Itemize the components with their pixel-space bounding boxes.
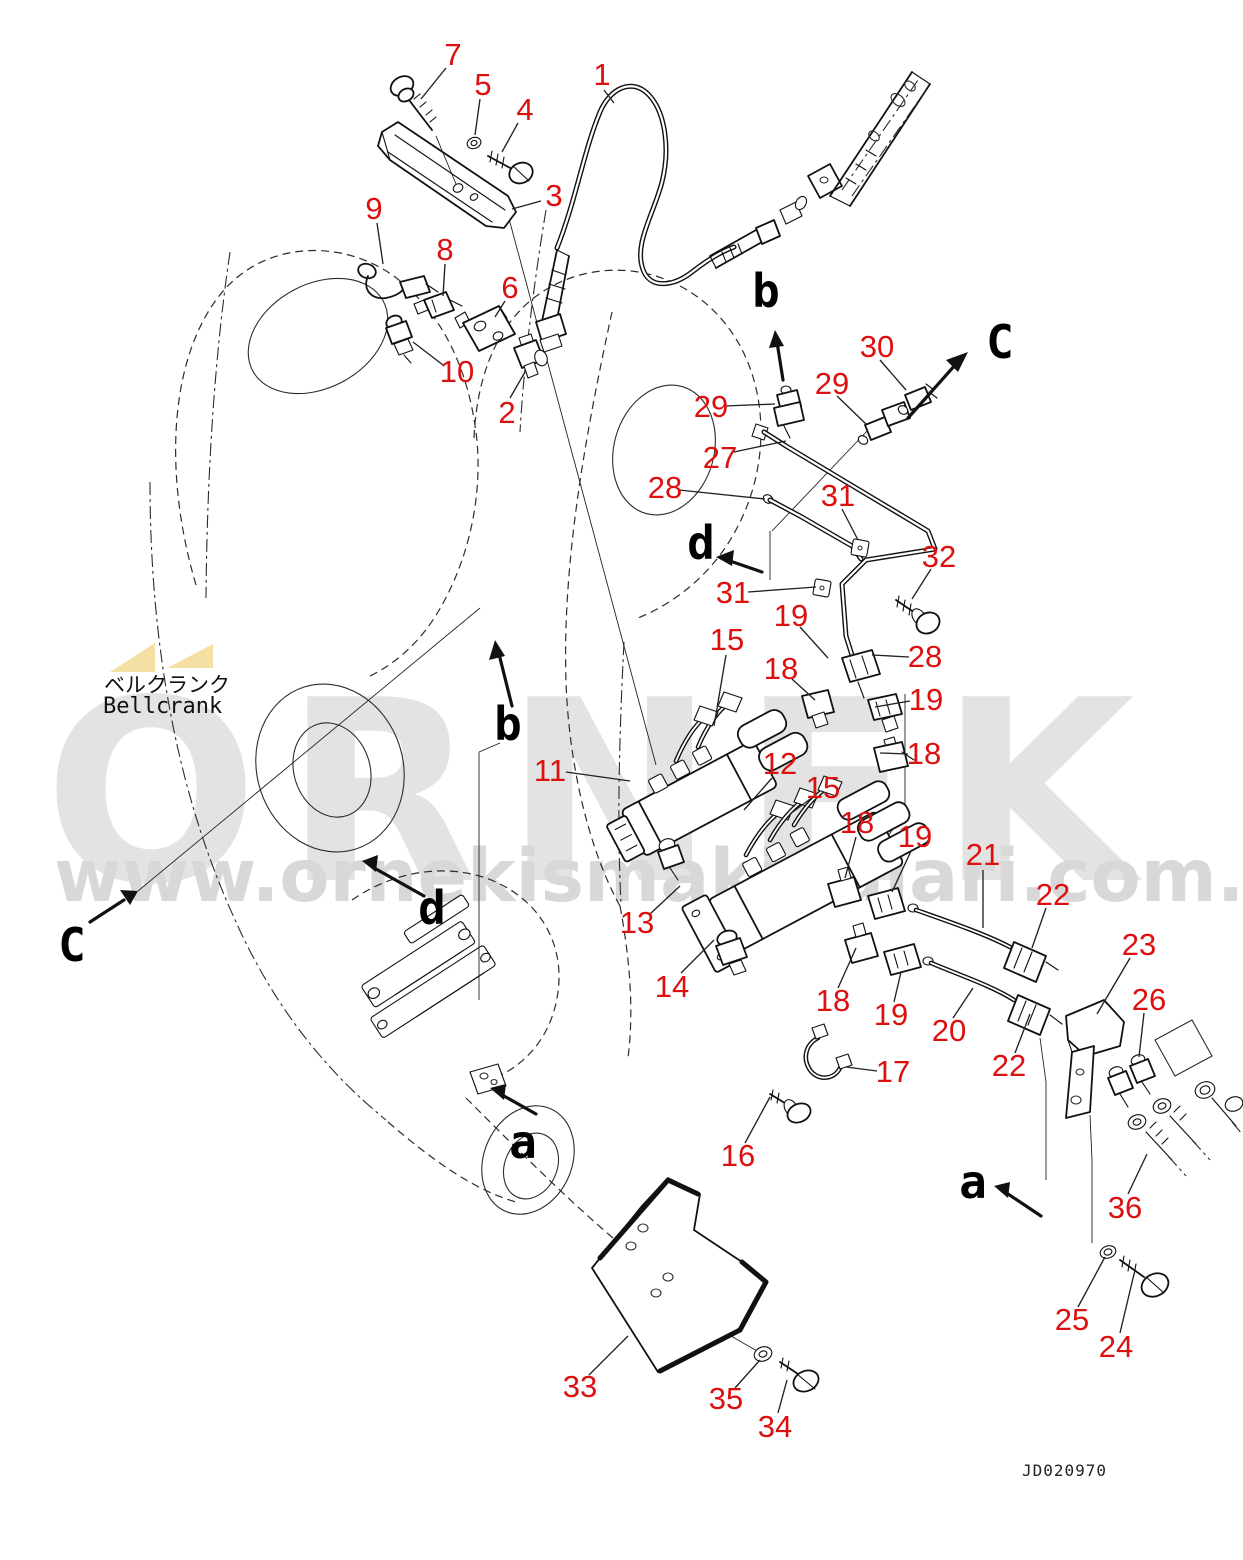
callout-11: 11 xyxy=(533,753,567,788)
hose-21-circuit xyxy=(827,866,1059,983)
bracket-23 xyxy=(1065,999,1125,1119)
callout-18: 18 xyxy=(815,983,851,1018)
watermark-ornek: ORNEK xyxy=(44,647,1161,940)
bolt-32 xyxy=(895,595,941,635)
callout-31: 31 xyxy=(715,575,751,610)
callout-30: 30 xyxy=(859,329,895,364)
callout-35: 35 xyxy=(708,1381,744,1416)
fitting-30 xyxy=(897,383,938,415)
washer-35 xyxy=(753,1346,773,1362)
bolt-7 xyxy=(389,75,457,185)
callout-2: 2 xyxy=(498,395,516,430)
callout-15: 15 xyxy=(805,770,841,805)
callout-19: 19 xyxy=(897,819,933,854)
callout-5: 5 xyxy=(474,67,492,102)
callout-34: 34 xyxy=(757,1409,793,1444)
callout-27: 27 xyxy=(702,440,738,475)
bolt-34 xyxy=(779,1357,820,1393)
fitting-19-top xyxy=(841,649,881,699)
callout-31: 31 xyxy=(820,478,856,513)
callout-14: 14 xyxy=(654,969,690,1004)
plate-33 xyxy=(591,1177,769,1374)
callout-25: 25 xyxy=(1054,1302,1090,1337)
callout-23: 23 xyxy=(1121,927,1157,962)
callout-8: 8 xyxy=(436,232,454,267)
callout-12: 12 xyxy=(762,746,798,781)
callout-28: 28 xyxy=(907,639,943,674)
callout-32: 32 xyxy=(921,539,957,574)
callout-29: 29 xyxy=(693,389,729,424)
view-letter-a: a xyxy=(509,1115,537,1169)
callout-6: 6 xyxy=(501,270,519,305)
callout-19: 19 xyxy=(873,997,909,1032)
hose-1 xyxy=(554,83,737,287)
fittings-26 xyxy=(1107,1019,1213,1108)
bracket-3 xyxy=(377,121,517,229)
callout-28: 28 xyxy=(647,470,683,505)
bellcrank-outline xyxy=(149,209,762,1305)
fitting-29-left xyxy=(773,385,805,439)
callout-16: 16 xyxy=(720,1138,756,1173)
block-6 xyxy=(454,305,516,352)
callout-4: 4 xyxy=(516,92,534,127)
valve-assembly-11 xyxy=(606,691,809,881)
callout-21: 21 xyxy=(965,837,1001,872)
fitting-19-mid xyxy=(867,693,903,733)
elbow-18-mid xyxy=(873,736,915,773)
fitting-hose1-upper xyxy=(535,249,570,353)
callout-10: 10 xyxy=(439,354,475,389)
caption-triangles xyxy=(110,643,213,672)
view-letter-a: a xyxy=(959,1155,987,1209)
fittings-36-studs xyxy=(1127,1081,1243,1177)
callout-17: 17 xyxy=(875,1054,911,1089)
callout-36: 36 xyxy=(1107,1190,1143,1225)
callout-33: 33 xyxy=(562,1369,598,1404)
view-letter-d: d xyxy=(687,516,715,570)
view-letter-C: C xyxy=(986,315,1014,369)
hose-fitting-9 xyxy=(357,262,439,300)
callout-18: 18 xyxy=(839,805,875,840)
callout-19: 19 xyxy=(773,598,809,633)
view-letter-C: C xyxy=(58,918,86,972)
bellcrank-label-jp: ベルクランク xyxy=(104,673,230,697)
washer-5 xyxy=(466,136,482,150)
callout-1: 1 xyxy=(593,57,611,92)
view-letter-b: b xyxy=(494,697,522,751)
callout-20: 20 xyxy=(931,1013,967,1048)
washer-25 xyxy=(1099,1245,1117,1259)
bellcrank-label-en: Bellcrank xyxy=(103,694,223,719)
tube-assembly-27-28 xyxy=(751,423,938,671)
elbow-2 xyxy=(513,333,548,379)
callout-13: 13 xyxy=(619,905,655,940)
callout-29: 29 xyxy=(814,366,850,401)
callout-9: 9 xyxy=(365,191,383,226)
tube-17 xyxy=(803,1023,853,1080)
callout-15: 15 xyxy=(709,622,745,657)
callout-24: 24 xyxy=(1098,1329,1134,1364)
fitting-10 xyxy=(385,314,414,364)
bolt-24 xyxy=(1119,1255,1170,1298)
callout-26: 26 xyxy=(1131,982,1167,1017)
construction-lines xyxy=(137,214,1093,1352)
elbow-18-left xyxy=(801,689,835,729)
callout-18: 18 xyxy=(906,736,942,771)
valve-assembly-12-13 xyxy=(681,775,931,976)
callout-3: 3 xyxy=(545,178,563,213)
drawing-number: JD020970 xyxy=(1022,1461,1108,1480)
callout-22: 22 xyxy=(991,1048,1027,1083)
callout-leader-lines xyxy=(376,67,1148,1414)
view-arrows xyxy=(88,330,1043,1218)
callout-7: 7 xyxy=(444,37,462,72)
view-letter-d: d xyxy=(418,881,446,935)
bolt-16 xyxy=(769,1089,812,1124)
fitting-8 xyxy=(413,291,463,319)
bolt-4 xyxy=(487,150,534,185)
callout-18: 18 xyxy=(763,651,799,686)
view-letter-b: b xyxy=(752,264,780,318)
adapter-rail-top xyxy=(709,71,931,269)
callout-22: 22 xyxy=(1035,877,1071,912)
callout-19: 19 xyxy=(908,682,944,717)
